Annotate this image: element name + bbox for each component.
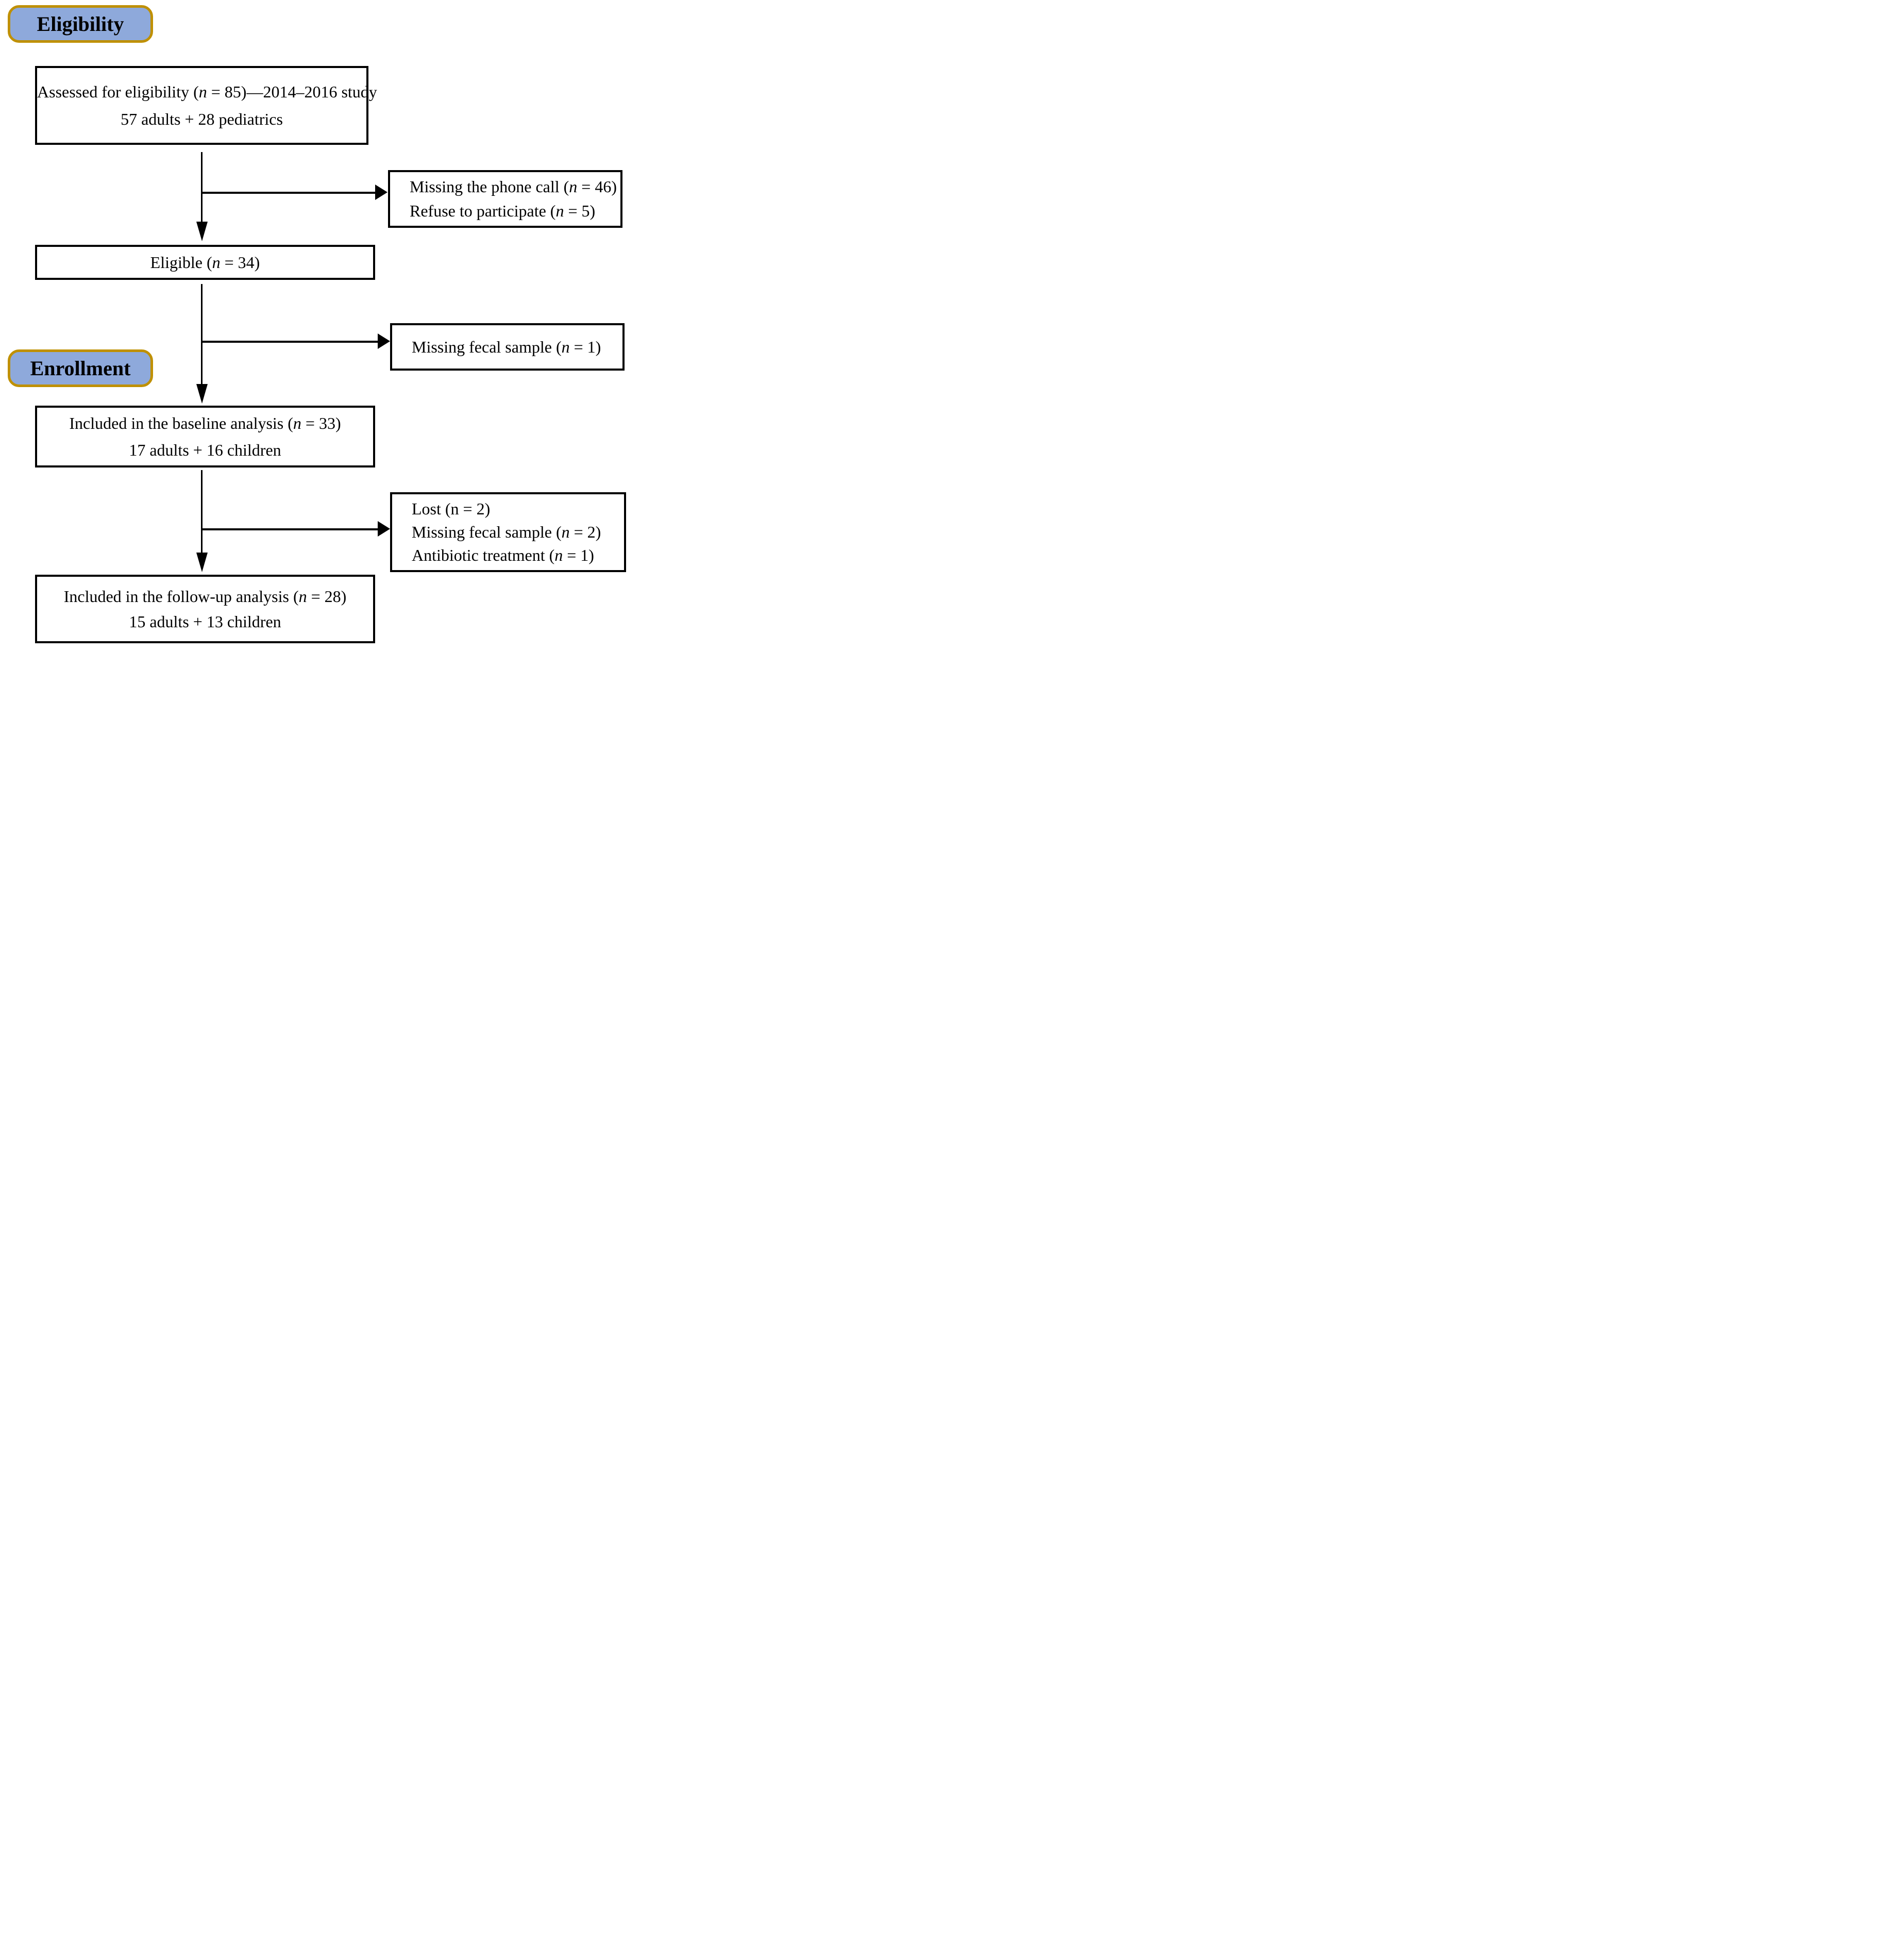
connector-branch-excluded3-line <box>202 528 378 530</box>
stage-label-enrollment-text: Enrollment <box>30 357 131 380</box>
connector-eligible-baseline-line <box>201 284 203 384</box>
box-followup-line-1: Included in the follow-up analysis (n = … <box>63 587 347 606</box>
arrowhead-right-excluded3-icon <box>378 521 390 537</box>
box-excluded-lost-line-2: Missing fecal sample (n = 2) <box>412 523 601 541</box>
box-followup: Included in the follow-up analysis (n = … <box>35 575 375 643</box>
box-baseline-line-1: Included in the baseline analysis (n = 3… <box>69 414 341 432</box>
stage-label-eligibility: Eligibility <box>8 5 153 43</box>
arrowhead-right-excluded1-icon <box>375 185 387 200</box>
box-excluded-fecal: Missing fecal sample (n = 1) <box>390 323 625 371</box>
box-excluded-fecal-line-1: Missing fecal sample (n = 1) <box>412 337 601 356</box>
box-baseline-line-2: 17 adults + 16 children <box>129 441 281 459</box>
box-baseline: Included in the baseline analysis (n = 3… <box>35 406 375 467</box>
arrowhead-down-baseline-icon <box>196 384 208 404</box>
box-assessed: Assessed for eligibility (n = 85)—2014–2… <box>35 66 377 145</box>
box-followup-line-2: 15 adults + 13 children <box>129 612 281 631</box>
stage-label-enrollment: Enrollment <box>8 349 153 387</box>
box-excluded-lost-line-3: Antibiotic treatment (n = 1) <box>412 546 594 564</box>
arrowhead-right-excluded2-icon <box>378 333 390 349</box>
connector-branch-excluded2-line <box>202 341 378 343</box>
box-excluded-phone-line-1: Missing the phone call (n = 46) <box>410 177 617 196</box>
flow-diagram: { "colors": { "label_fill": "#8EA9DB", "… <box>0 0 635 646</box>
connector-baseline-followup-line <box>201 470 203 553</box>
arrowhead-down-eligible-icon <box>196 222 208 241</box>
box-excluded-lost-line-1: Lost (n = 2) <box>412 499 491 518</box>
box-eligible: Eligible (n = 34) <box>35 245 375 280</box>
box-assessed-line-1: Assessed for eligibility (n = 85)—2014–2… <box>37 82 377 101</box>
connector-assessed-eligible-line <box>201 152 203 222</box>
box-eligible-line-1: Eligible (n = 34) <box>150 253 260 272</box>
box-assessed-line-2: 57 adults + 28 pediatrics <box>121 109 283 128</box>
box-excluded-lost: Lost (n = 2) Missing fecal sample (n = 2… <box>390 492 626 572</box>
box-excluded-phone-line-2: Refuse to participate (n = 5) <box>410 202 596 220</box>
connector-branch-excluded1-line <box>202 192 375 194</box>
arrowhead-down-followup-icon <box>196 553 208 572</box>
stage-label-eligibility-text: Eligibility <box>37 12 124 36</box>
box-excluded-phone-refuse: Missing the phone call (n = 46) Refuse t… <box>388 170 622 228</box>
